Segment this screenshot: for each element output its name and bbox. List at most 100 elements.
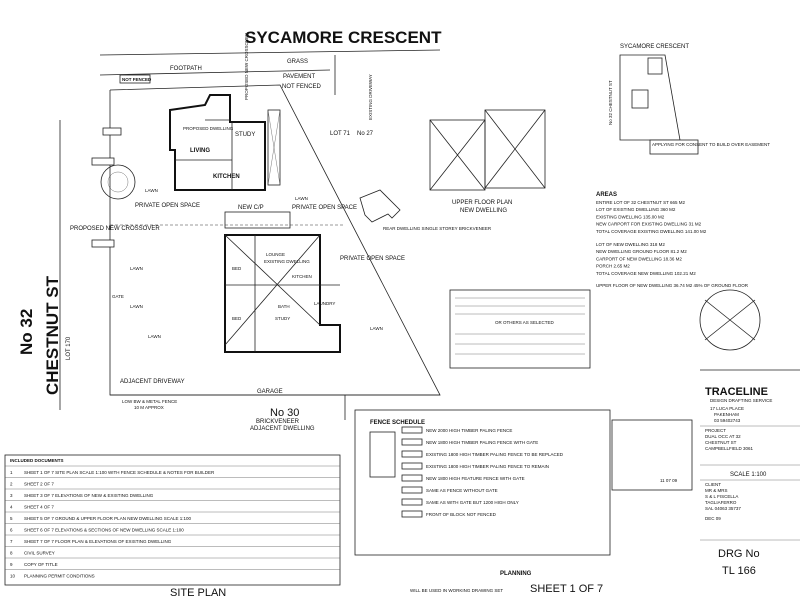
fence-schedule-item: SAME AS WITH GATE BUT 1200 HIGH ONLY [426,500,519,505]
gate-label: GATE [112,294,124,299]
area-line: NEW CARPORT FOR EXISTING DWELLING 31 M2 [596,222,702,227]
fence-schedule-item: NEW 1800 HIGH TIMBER PALING FENCE WITH G… [426,440,538,445]
proposed-dwelling-label: PROPOSED DWELLING [183,126,234,131]
footpath-line [99,69,331,76]
bed-label-1: BED [232,266,242,271]
council-stamp [611,419,693,491]
area-line: TOTAL COVERAGE EXISTING DWELLING 141.00 … [596,229,707,234]
project-line-1: DUAL OCC AT 32 [705,434,741,439]
not-fenced-tag-label: NOT FENCED [122,77,152,82]
not-fenced-tag [119,74,151,84]
lot-no-label: No 27 [357,131,374,137]
new-carport [224,211,291,229]
documents-table [4,454,341,586]
fence-type-marker [401,462,423,470]
fence-schedule-box [354,409,611,556]
project-line-2: CHESTNUT ST [705,440,737,445]
street-boundary-top [99,49,441,56]
documents-heading: INCLUDED DOCUMENTS [10,458,64,463]
no30-brickveneer-label: BRICKVENEER [256,419,300,425]
fence-detail [369,431,396,478]
fence-schedule-item: EXISTING 1800 HIGH TIMBER PALING FENCE T… [426,464,549,469]
private-open-space-label-1: PRIVATE OPEN SPACE [135,203,200,209]
documents-row: CIVIL SURVEY [24,551,55,556]
adjacent-driveway-label: ADJACENT DRIVEWAY [120,379,185,385]
documents-row: SHEET 5 OF 7 GROUND & UPPER FLOOR PLAN N… [24,516,191,521]
documents-row: PLANNING PERMIT CONDITIONS [24,574,95,579]
garage-label: GARAGE [257,389,283,395]
fence-marker-3 [102,127,122,136]
documents-row-number: 4 [10,505,13,510]
fence-schedule-title: FENCE SCHEDULE [370,420,425,426]
client-line-1: MR & MRS [705,488,728,493]
drg-no-label: DRG No [718,548,760,560]
proposed-crossover-left-label: PROPOSED NEW CROSSOVER [70,226,160,232]
fence-schedule-item: NEW 1800 HIGH FEATURE FENCE WITH GATE [426,476,525,481]
new-cp-label: NEW C/P [238,205,264,211]
documents-row-number: 6 [10,528,13,533]
area-line: UPPER FLOOR OF NEW DWELLING 36.74 M2 45%… [596,283,749,288]
company-sub: DESIGN DRAFTING SERVICE [710,398,772,403]
lounge-label: LOUNGE [266,252,285,257]
low-fence-label: LOW BW & METAL FENCE [122,399,177,404]
address-1: 17 LUCA PLACE [710,406,744,411]
fence-type-marker [401,438,423,446]
client-label: CLIENT [705,482,721,487]
lot170-label: LOT 170 [66,336,72,360]
client-line-3: TAGLIAFERRO [705,500,737,505]
date-label: DEC 09 [705,516,721,521]
documents-row: SHEET 3 OF 7 ELEVATIONS OF NEW & EXISTIN… [24,493,154,498]
drg-code: TL 166 [722,565,756,577]
proposed-crossover-top-label: PROPOSED NEW CROSSOVER [244,32,249,100]
kitchen-existing-label: KITCHEN [292,274,312,279]
fence-type-marker [401,486,423,494]
client-line-4: SAL 04063 35737 [705,506,741,511]
documents-row: SHEET 2 OF 7 [24,482,54,487]
consent-note: APPLYING FOR CONSENT TO BUILD OVER EASEM… [652,142,770,147]
existing-dwelling-label: EXISTING DWELLING [264,259,310,264]
lawn-label-1: LAWN [145,188,158,193]
not-fenced-label: NOT FENCED [282,84,322,90]
key-plan-side: No 32 CHESTNUT ST [608,80,613,125]
area-line: TOTAL COVERAGE NEW DWELLING 102.21 M2 [596,271,696,276]
lot-boundary [109,84,441,396]
lawn-label-4: LAWN [130,304,143,309]
bed-label-2: BED [232,316,242,321]
documents-row: SHEET 6 OF 7 ELEVATIONS & SECTIONS OF NE… [24,528,184,533]
low-fence-label-2: 10 M APPROX [134,405,164,410]
documents-row-number: 1 [10,470,13,475]
key-plan-outline [619,54,681,141]
upper-floor-title: UPPER FLOOR PLAN [452,200,512,206]
lawn-label-3: LAWN [130,266,143,271]
fence-type-marker [401,498,423,506]
rear-dwelling-outline [359,189,401,223]
project-line-3: CAMPBELLFIELD 3061 [705,446,754,451]
laundry-label: LAUNDRY [314,301,335,306]
area-line: LOT OF NEW DWELLING 318 M2 [596,242,665,247]
project-label: PROJECT [705,428,726,433]
private-open-space-label-2: PRIVATE OPEN SPACE [292,205,357,211]
study-existing-label: STUDY [275,316,290,321]
no32-label: No 32 [17,309,36,355]
chestnut-st-label: CHESTNUT ST [43,275,62,395]
proposed-dwelling-outline [169,94,266,191]
stamp-date: 11 07 09 [660,478,678,483]
documents-row: COPY OF TITLE [24,562,58,567]
documents-row-number: 9 [10,562,13,567]
upper-floor-plan [429,109,546,191]
documents-row-number: 10 [10,574,16,579]
area-line: CARPORT OF NEW DWELLING 18.36 M2 [596,256,682,261]
fence-schedule-item: EXISTING 1800 HIGH TIMBER PALING FENCE T… [426,452,564,457]
area-line: EXISTING DWELLING 135.00 M2 [596,214,665,219]
notes-line: OR OTHERS AS SELECTED [495,320,555,325]
site-plan-title: SITE PLAN [170,587,226,599]
lawn-label-5: LAWN [148,334,161,339]
consent-note-box [649,139,699,155]
study-label: STUDY [235,132,255,138]
documents-row: SHEET 7 OF 7 FLOOR PLAN & ELEVATIONS OF … [24,539,172,544]
lawn-label-2: LAWN [295,196,308,201]
documents-row-number: 5 [10,516,13,521]
